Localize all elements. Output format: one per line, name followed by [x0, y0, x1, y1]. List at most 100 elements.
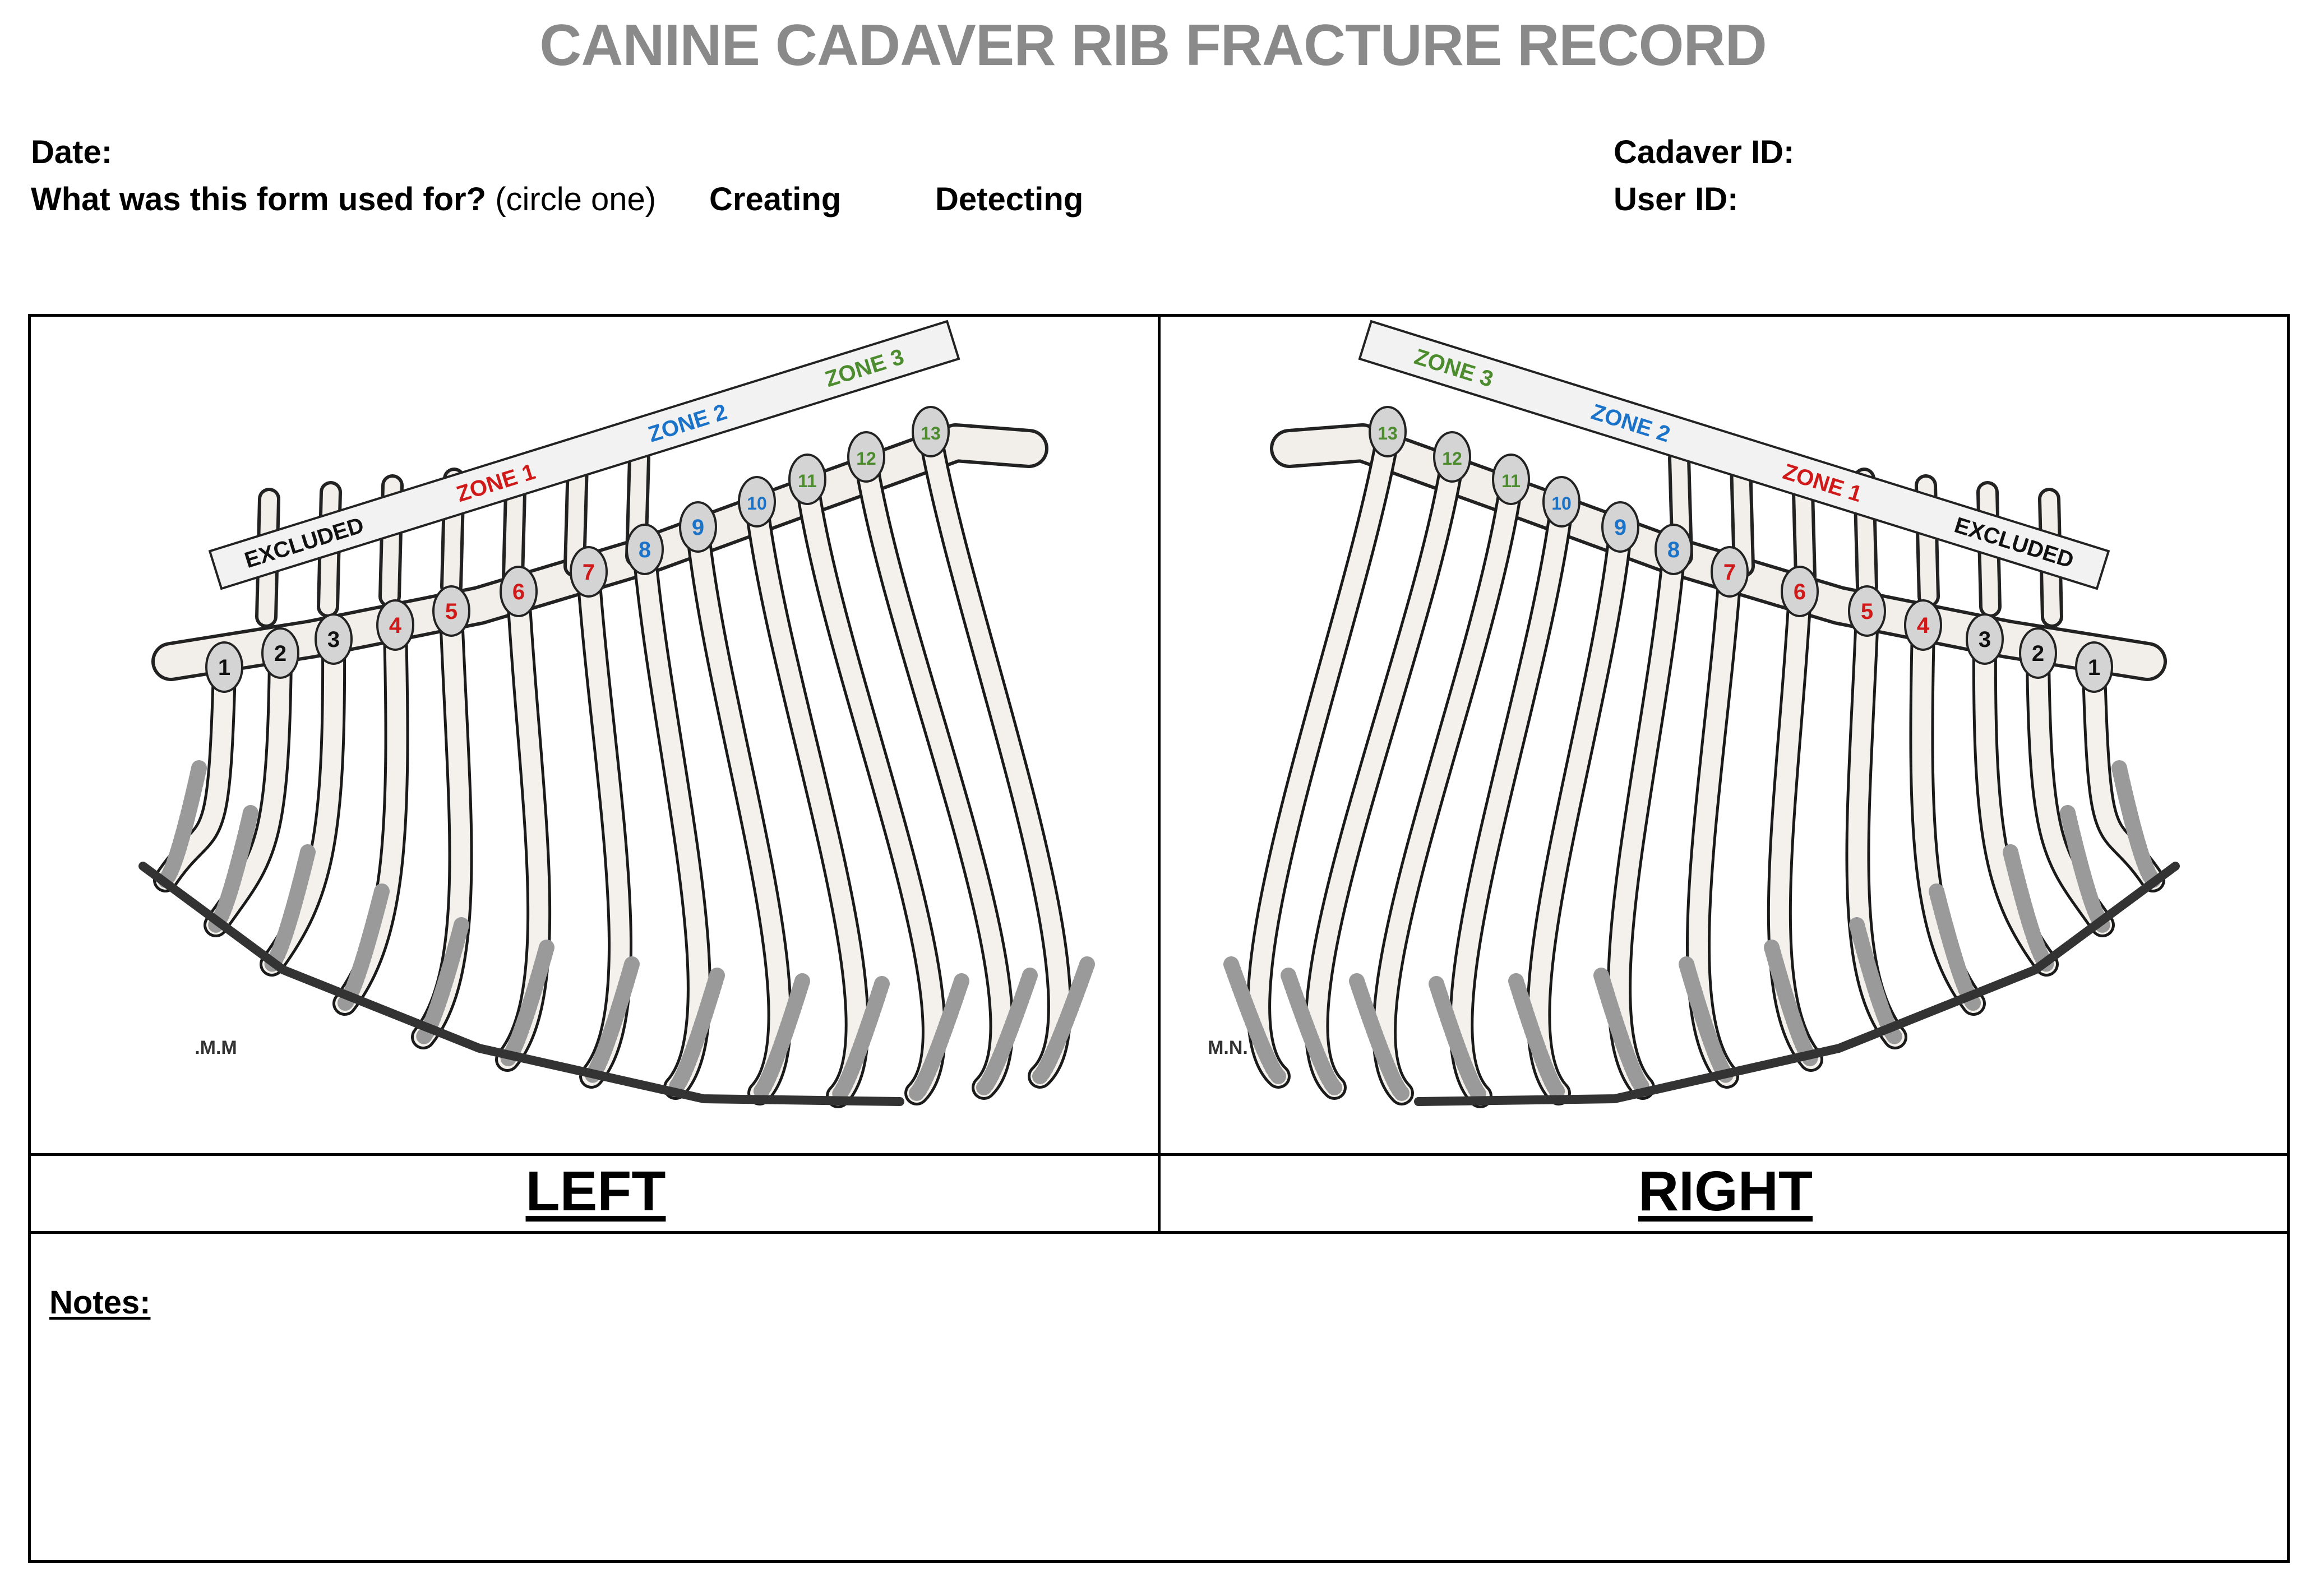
cadaver-id-field[interactable]: Cadaver ID: — [1614, 133, 1794, 171]
left-rib-marker-2 — [261, 627, 299, 679]
right-spinous-process — [1733, 457, 1752, 574]
left-rib-marker-10 — [738, 476, 776, 528]
right-costal-cartilage-1 — [2111, 760, 2161, 888]
right-rib-number-3: 3 — [1979, 627, 1991, 652]
right-costal-cartilage-9 — [1508, 973, 1566, 1101]
left-side-label: LEFT — [525, 1160, 666, 1223]
right-rib-number-13: 13 — [1378, 423, 1398, 443]
right-costal-cartilage-11 — [1349, 973, 1410, 1101]
left-costal-cartilage-10 — [830, 976, 890, 1104]
right-rib-number-4: 4 — [1917, 613, 1930, 638]
right-zone-banner — [1358, 320, 2110, 590]
right-rib-number-8: 8 — [1667, 538, 1680, 562]
option-creating[interactable]: Creating — [709, 181, 842, 218]
right-costal-cartilage-10 — [1429, 976, 1488, 1104]
right-artist-mark: M.N. — [1208, 1037, 1248, 1058]
left-rib-marker-4 — [376, 599, 414, 651]
right-side-label: RIGHT — [1638, 1160, 1813, 1223]
right-rib-number-11: 11 — [1501, 471, 1521, 491]
left-rib-marker-12 — [847, 431, 885, 483]
left-sternum — [138, 862, 904, 1106]
right-rib-marker-5 — [1848, 585, 1886, 637]
label-row-top-border — [28, 1153, 2290, 1156]
left-rib-number-3: 3 — [327, 627, 340, 652]
left-costal-cartilage-13 — [1032, 956, 1095, 1084]
right-sternum — [1414, 862, 2180, 1106]
left-rib-number-9: 9 — [692, 515, 704, 540]
right-rib-number-1: 1 — [2088, 655, 2100, 680]
left-rib-number-11: 11 — [798, 471, 817, 491]
left-rib-marker-13 — [912, 406, 950, 457]
right-rib-number-2: 2 — [2032, 641, 2044, 666]
right-rib-marker-6 — [1781, 566, 1819, 617]
usage-question: What was this form used for? (circle one… — [31, 181, 656, 218]
left-rib-number-6: 6 — [512, 580, 525, 604]
right-rib-marker-13 — [1369, 406, 1407, 457]
left-artist-mark: .M.M — [195, 1037, 237, 1058]
right-costal-cartilage-5 — [1849, 917, 1903, 1045]
left-rib-number-5: 5 — [445, 599, 457, 624]
notes-label: Notes: — [49, 1284, 151, 1321]
left-rib-number-4: 4 — [389, 613, 402, 638]
left-rib-number-7: 7 — [583, 560, 595, 585]
left-spinous-process — [567, 457, 585, 574]
cadaver-id-label: Cadaver ID: — [1614, 134, 1795, 170]
right-rib-marker-11 — [1492, 454, 1530, 505]
right-rib-number-9: 9 — [1614, 515, 1626, 540]
date-field[interactable]: Date: — [31, 133, 112, 171]
left-costal-cartilage-8 — [668, 968, 725, 1095]
left-rib-marker-5 — [432, 585, 470, 637]
right-costal-cartilage-12 — [1281, 968, 1342, 1095]
right-rib-number-10: 10 — [1551, 493, 1572, 514]
left-rib-number-1: 1 — [218, 655, 230, 680]
right-rib-number-5: 5 — [1861, 599, 1873, 624]
right-rib-marker-10 — [1542, 476, 1581, 528]
left-rib-number-13: 13 — [921, 423, 941, 443]
left-costal-cartilage-5 — [415, 917, 469, 1045]
user-id-label: User ID: — [1614, 181, 1739, 218]
left-rib-marker-1 — [205, 641, 243, 693]
left-costal-cartilage-11 — [909, 973, 969, 1101]
left-rib-marker-9 — [679, 501, 717, 553]
left-rib-marker-11 — [788, 454, 826, 505]
right-rib-number-12: 12 — [1442, 448, 1462, 469]
right-costal-cartilage-8 — [1593, 968, 1651, 1095]
left-costal-cartilage-9 — [752, 973, 810, 1101]
notes-area[interactable] — [31, 1234, 2287, 1560]
left-zone-banner — [208, 320, 960, 590]
date-label: Date: — [31, 134, 113, 170]
right-rib-marker-1 — [2075, 641, 2113, 693]
form-title: CANINE CADAVER RIB FRACTURE RECORD — [539, 13, 1767, 78]
right-rib-marker-4 — [1904, 599, 1942, 651]
right-rib-number-6: 6 — [1794, 580, 1806, 604]
left-rib-number-12: 12 — [856, 448, 876, 469]
right-rib-marker-7 — [1711, 546, 1749, 598]
right-costal-cartilage-13 — [1223, 956, 1286, 1084]
panel-divider — [1158, 314, 1161, 1233]
right-rib-number-7: 7 — [1723, 560, 1736, 585]
left-costal-cartilage-12 — [976, 968, 1038, 1095]
left-rib-marker-6 — [500, 566, 538, 617]
option-detecting[interactable]: Detecting — [935, 181, 1084, 218]
left-rib-marker-3 — [315, 613, 353, 665]
right-rib-marker-2 — [2019, 627, 2057, 679]
left-rib-number-8: 8 — [639, 538, 651, 562]
user-id-field[interactable]: User ID: — [1614, 181, 1738, 218]
left-rib-marker-8 — [626, 524, 664, 575]
label-row-bottom-border — [28, 1231, 2290, 1234]
usage-question-hint: (circle one) — [495, 181, 657, 218]
right-rib-marker-9 — [1601, 501, 1639, 553]
left-rib-marker-7 — [570, 546, 608, 598]
right-rib-marker-3 — [1966, 613, 2004, 665]
left-costal-cartilage-1 — [158, 760, 207, 888]
usage-question-label: What was this form used for? — [31, 181, 487, 218]
left-rib-number-2: 2 — [274, 641, 286, 666]
right-rib-marker-12 — [1433, 431, 1471, 483]
right-rib-marker-8 — [1655, 524, 1693, 575]
